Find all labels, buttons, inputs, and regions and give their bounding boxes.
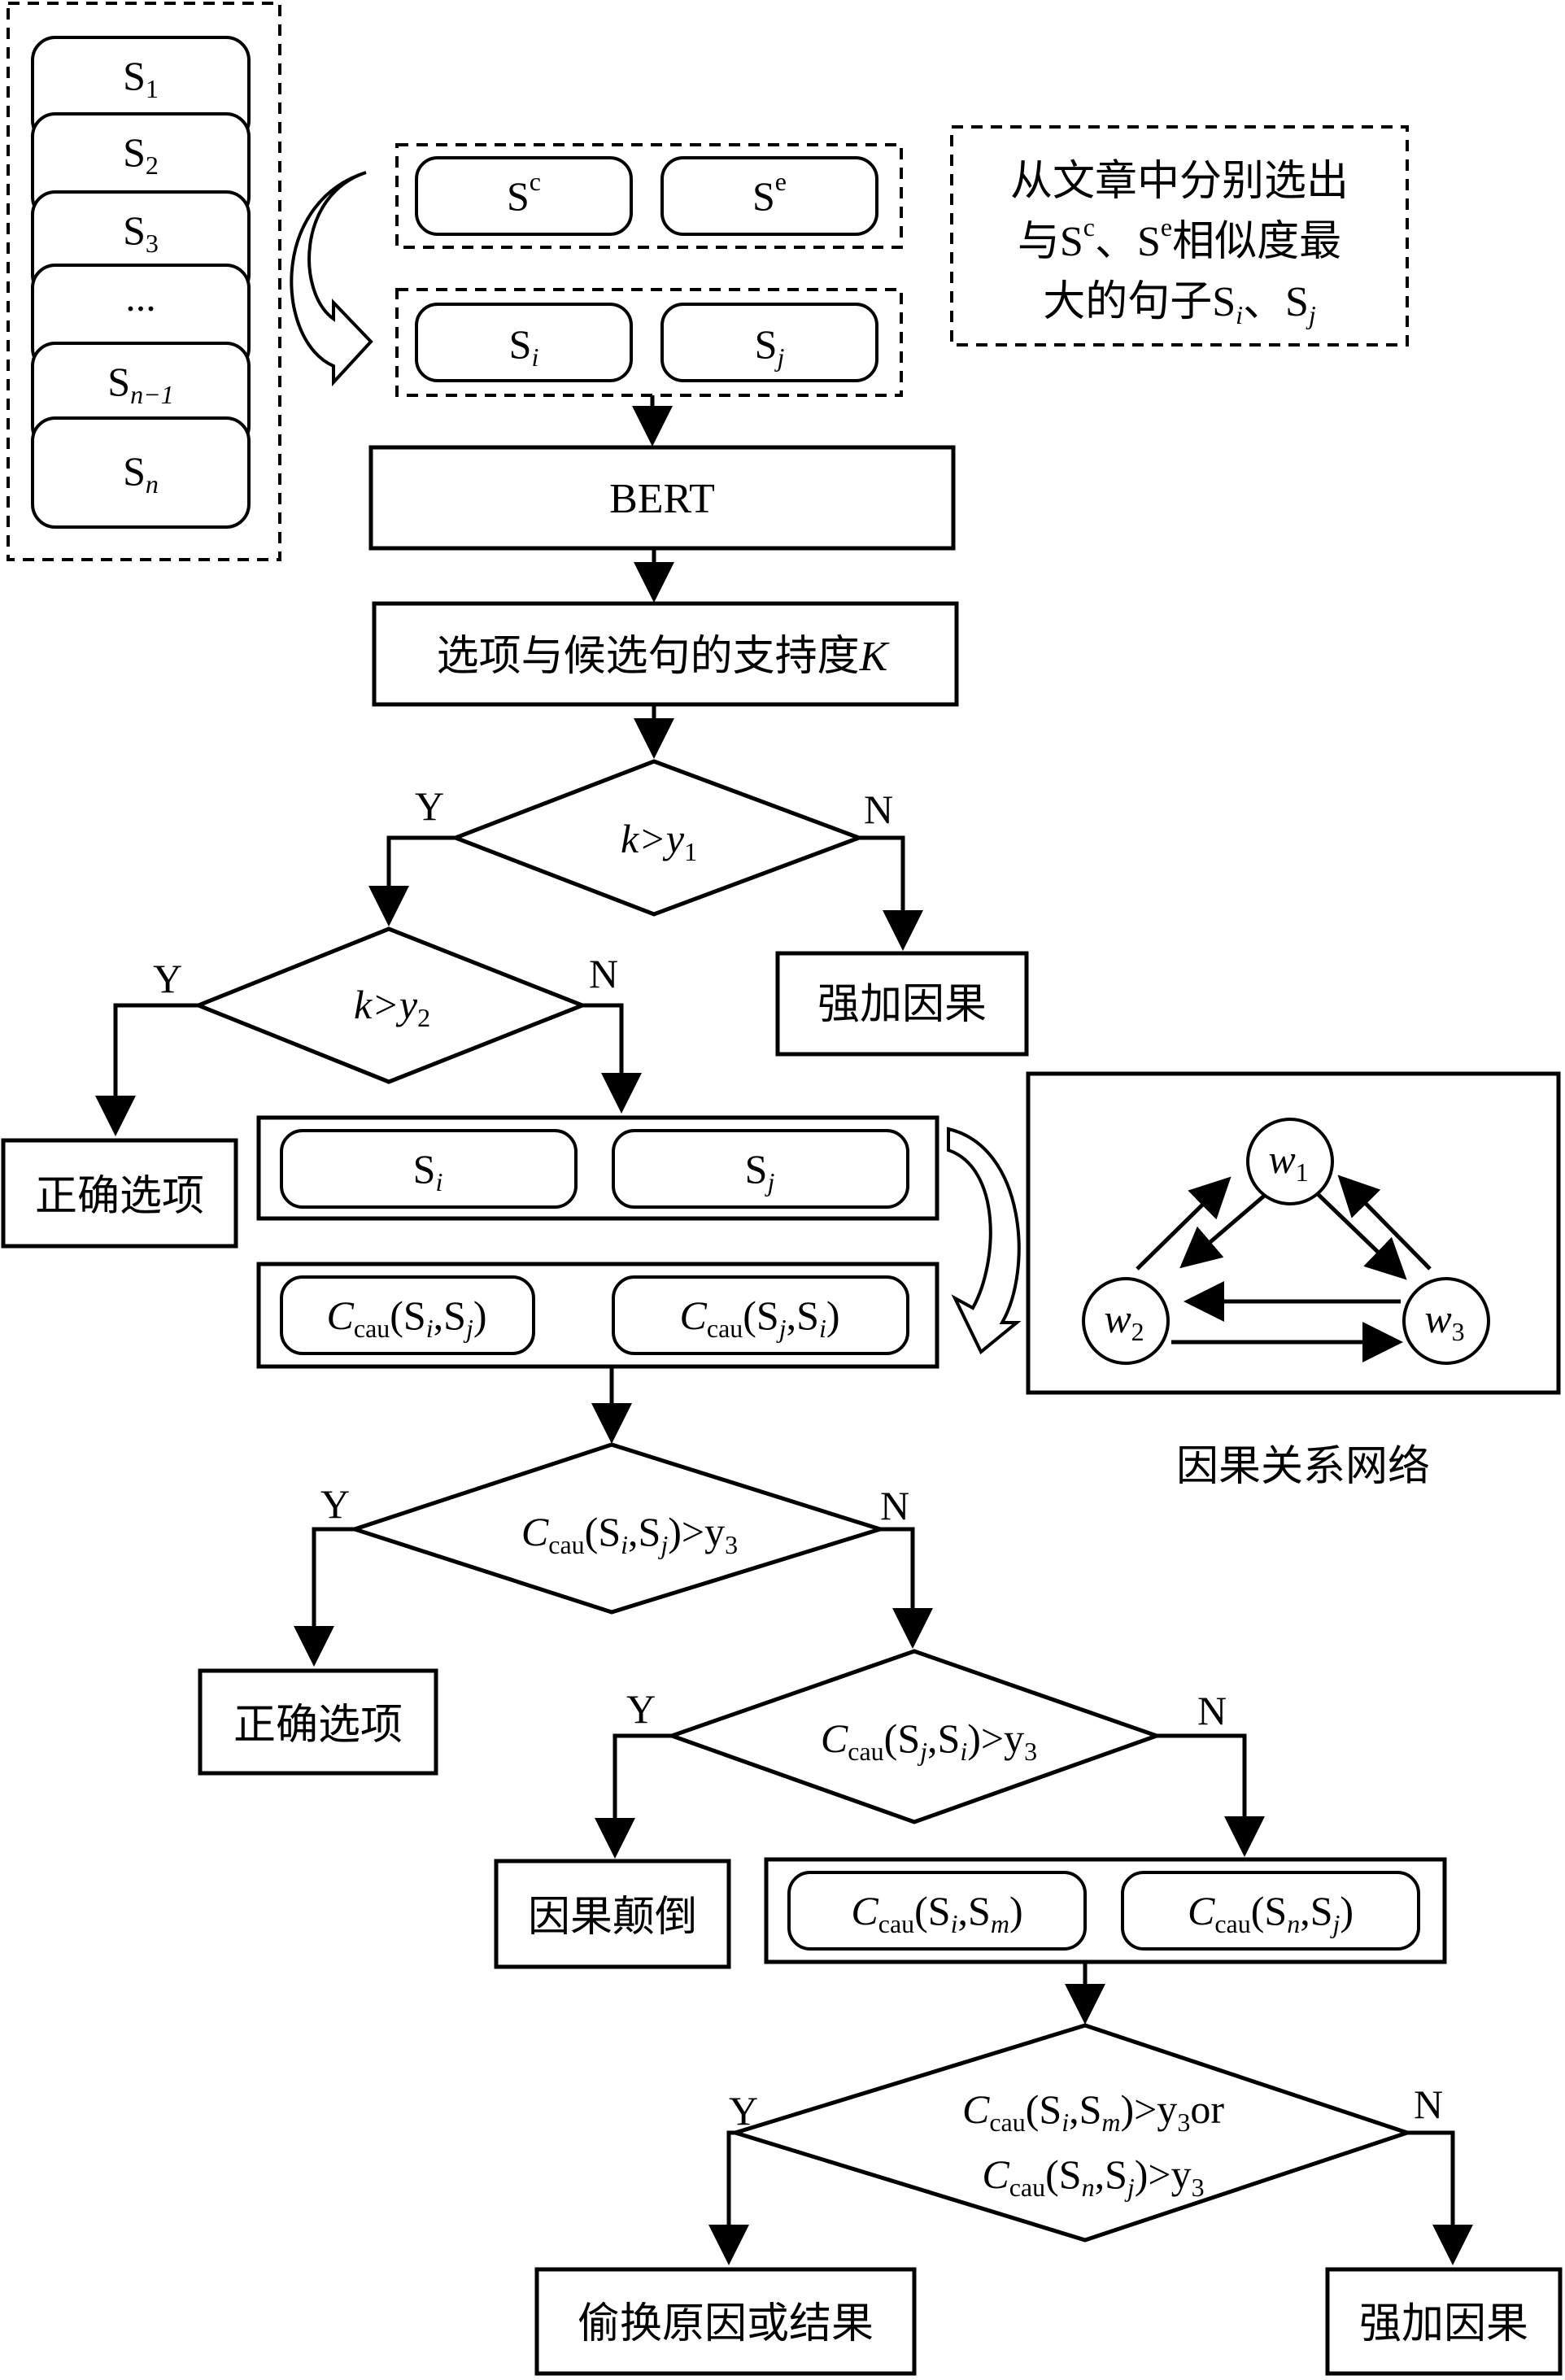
note-line-2: 与Sc、Se相似度最 bbox=[1018, 212, 1341, 265]
svg-text:Se: Se bbox=[752, 167, 787, 219]
svg-text:Sj: Sj bbox=[745, 1146, 775, 1197]
d4-no-label: N bbox=[1197, 1688, 1227, 1733]
decision-k-gt-y1: k>y1 bbox=[450, 759, 865, 917]
option-sc: Sc bbox=[415, 156, 633, 236]
svg-text:Ccau(Si,Sm): Ccau(Si,Sm) bbox=[851, 1888, 1022, 1938]
node-w3: w3 bbox=[1402, 1277, 1490, 1365]
decision-ccau-or: Ccau(Si,Sm)>y3or Ccau(Sn,Sj)>y3 bbox=[728, 2023, 1414, 2243]
note-line-3: 大的句子Si、Sj bbox=[1043, 279, 1316, 329]
svg-text:k>y2: k>y2 bbox=[354, 982, 430, 1032]
svg-text:因果颠倒: 因果颠倒 bbox=[528, 1894, 697, 1941]
d4-yes-label: Y bbox=[626, 1686, 656, 1732]
support-box: 选项与候选句的支持度K bbox=[372, 601, 959, 707]
bert-box: BERT bbox=[368, 445, 956, 551]
reversed-box: 因果颠倒 bbox=[494, 1859, 731, 1969]
ccau-si-sj: Ccau(Si,Sj) bbox=[280, 1275, 535, 1355]
candidate-si: Si bbox=[415, 303, 633, 382]
sentence-sn: Sn bbox=[31, 416, 251, 529]
swap-cause-effect-box: 偷换原因或结果 bbox=[534, 2267, 917, 2376]
svg-text:w2: w2 bbox=[1104, 1296, 1144, 1346]
row-sj: Sj bbox=[612, 1129, 909, 1209]
strengthen-box-1: 强加因果 bbox=[775, 951, 1029, 1057]
decision-ccau-si-sj: Ccau(Si,Sj)>y3 bbox=[347, 1442, 887, 1615]
svg-text:正确选项: 正确选项 bbox=[35, 1174, 204, 1220]
strengthen-box-2: 强加因果 bbox=[1325, 2267, 1563, 2376]
network-edges bbox=[1136, 1175, 1432, 1362]
curved-select-arrow bbox=[290, 171, 373, 387]
svg-text:w1: w1 bbox=[1268, 1136, 1308, 1187]
svg-text:Sn: Sn bbox=[123, 448, 159, 499]
svg-text:Si: Si bbox=[413, 1146, 443, 1197]
d5-no-label: N bbox=[1414, 2081, 1443, 2127]
svg-text:Ccau(Si,Sm)>y3or: Ccau(Si,Sm)>y3or bbox=[962, 2086, 1224, 2137]
svg-text:BERT: BERT bbox=[609, 476, 715, 522]
d5-yes-label: Y bbox=[729, 2088, 758, 2134]
ccau-si-sm: Ccau(Si,Sm) bbox=[787, 1871, 1087, 1951]
svg-text:Sc: Sc bbox=[507, 167, 541, 219]
correct-option-box-1: 正确选项 bbox=[1, 1138, 238, 1249]
svg-text:Ccau(Sj,Si): Ccau(Sj,Si) bbox=[680, 1292, 840, 1343]
svg-text:S2: S2 bbox=[123, 129, 159, 180]
svg-text:S3: S3 bbox=[123, 207, 159, 258]
svg-text:强加因果: 强加因果 bbox=[817, 982, 987, 1028]
svg-text:Ccau(Sn,Sj): Ccau(Sn,Sj) bbox=[1188, 1888, 1354, 1938]
svg-text:...: ... bbox=[125, 274, 156, 320]
d3-yes-label: Y bbox=[320, 1481, 350, 1527]
note-frame bbox=[950, 125, 1409, 347]
d3-no-label: N bbox=[880, 1483, 909, 1528]
row-si: Si bbox=[280, 1129, 578, 1209]
candidate-group-frame bbox=[395, 288, 903, 397]
ccau-sn-sj: Ccau(Sn,Sj) bbox=[1121, 1871, 1420, 1951]
sentence-group-frame bbox=[7, 2, 281, 561]
svg-text:S1: S1 bbox=[123, 53, 159, 103]
d1-no-label: N bbox=[864, 787, 893, 832]
svg-text:Sj: Sj bbox=[755, 321, 785, 372]
decision-ccau-sj-si: Ccau(Sj,Si)>y3 bbox=[665, 1649, 1163, 1824]
svg-text:Ccau(Sj,Si)>y3: Ccau(Sj,Si)>y3 bbox=[821, 1715, 1037, 1766]
svg-text:Ccau(Si,Sj): Ccau(Si,Sj) bbox=[327, 1292, 487, 1343]
decision-k-gt-y2: k>y2 bbox=[193, 926, 588, 1084]
d1-yes-label: Y bbox=[415, 783, 444, 829]
ccau-sj-si: Ccau(Sj,Si) bbox=[612, 1275, 909, 1355]
svg-text:正确选项: 正确选项 bbox=[233, 1702, 403, 1749]
d2-yes-label: Y bbox=[153, 956, 182, 1001]
svg-text:Ccau(Si,Sj)>y3: Ccau(Si,Sj)>y3 bbox=[521, 1509, 738, 1559]
node-w1: w1 bbox=[1246, 1118, 1334, 1205]
node-w2: w2 bbox=[1082, 1277, 1170, 1365]
option-group-frame bbox=[395, 143, 903, 249]
candidate-sj: Sj bbox=[660, 303, 878, 382]
d2-no-label: N bbox=[589, 951, 618, 996]
correct-option-box-2: 正确选项 bbox=[198, 1668, 438, 1776]
curved-transform-arrow bbox=[947, 1127, 1022, 1355]
svg-text:k>y1: k>y1 bbox=[621, 816, 697, 866]
svg-text:Ccau(Sn,Sj)>y3: Ccau(Sn,Sj)>y3 bbox=[982, 2151, 1204, 2202]
note-line-1: 从文章中分别选出 bbox=[1010, 158, 1349, 205]
svg-text:Si: Si bbox=[509, 321, 539, 372]
option-se: Se bbox=[660, 156, 878, 236]
network-caption: 因果关系网络 bbox=[1176, 1444, 1430, 1490]
svg-text:Sn−1: Sn−1 bbox=[107, 359, 173, 409]
svg-text:选项与候选句的支持度K: 选项与候选句的支持度K bbox=[437, 634, 890, 680]
svg-text:偷换原因或结果: 偷换原因或结果 bbox=[578, 2301, 874, 2347]
svg-text:w3: w3 bbox=[1424, 1296, 1464, 1346]
svg-text:强加因果: 强加因果 bbox=[1359, 2301, 1528, 2347]
